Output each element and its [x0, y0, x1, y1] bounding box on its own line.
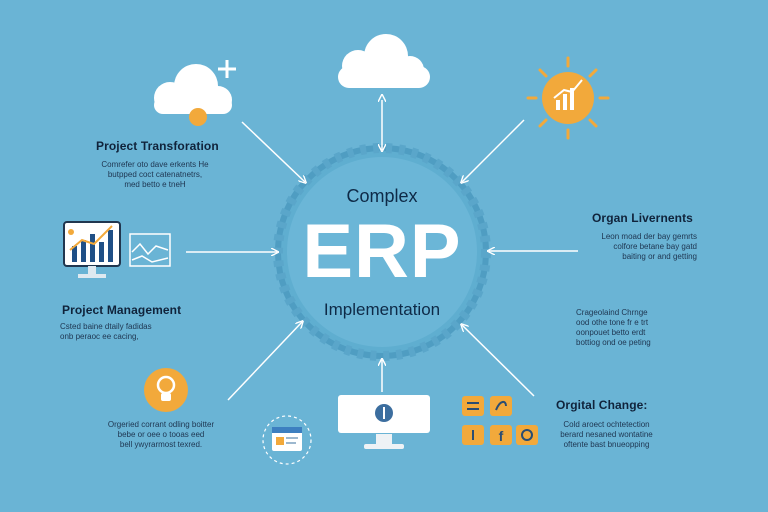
- organ-livernents-title: Organ Livernents: [592, 211, 693, 225]
- arrow-bottom-right: [462, 325, 535, 397]
- bottom-left-desc: Orgeried corrant odling boitter bebe or …: [107, 420, 215, 449]
- arrow-top-right: [462, 119, 525, 182]
- cloud-plus-icon: [154, 60, 236, 126]
- orgital-change-desc: Cold aroect ochtetection berard nesaned …: [560, 420, 653, 449]
- lightbulb-icon: [144, 368, 188, 412]
- project-transformation-desc: Comrefer oto dave erkents He butpped coc…: [101, 160, 209, 189]
- central-gear-ring: [273, 143, 491, 361]
- desktop-icon: [338, 395, 430, 449]
- svg-text:f: f: [499, 428, 504, 444]
- center-title: ERP: [302, 209, 462, 294]
- cloud-icon: [338, 34, 430, 88]
- organ-livernents-desc: Leon moad der bay gemrts colfore betane …: [601, 232, 697, 261]
- project-management-title: Project Management: [62, 303, 182, 317]
- project-management-desc: Csted baine dtaily fadidas onb peraoc ee…: [60, 322, 152, 341]
- center-subtitle-top: Complex: [346, 186, 418, 206]
- waveform-icon: [129, 233, 171, 267]
- monitor-chart-icon: [63, 221, 121, 278]
- project-transformation-title: Project Transforation: [96, 139, 219, 153]
- document-icon: [262, 415, 312, 465]
- social-grid-icon: f: [462, 396, 538, 445]
- center-hub: Complex ERP Implementation: [282, 142, 482, 342]
- sun-chart-icon: [526, 56, 610, 140]
- center-subtitle-bottom: Implementation: [323, 300, 441, 319]
- change-desc: Crageolaind Chrnge ood othe tone fr e tr…: [576, 308, 651, 347]
- arrow-top-left: [241, 121, 305, 182]
- orgital-change-title: Orgital Change:: [556, 398, 648, 412]
- arrow-bottom-left: [227, 322, 302, 401]
